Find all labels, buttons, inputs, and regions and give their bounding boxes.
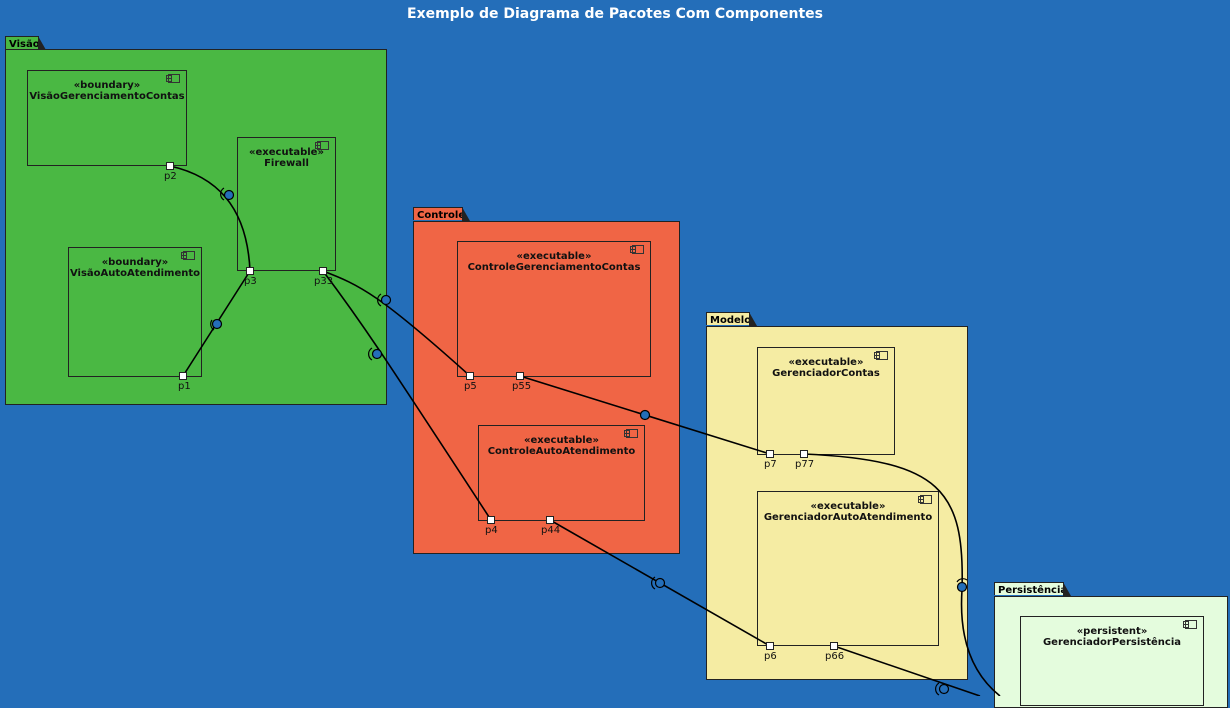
component-name: VisãoAutoAtendimento (69, 268, 201, 279)
interface-ball-icon (654, 577, 666, 589)
component-stereotype: «executable» (524, 435, 599, 446)
interface-socket-icon (368, 347, 373, 361)
link-p77-persistencia (803, 453, 1001, 696)
link-p2-p3 (169, 165, 251, 272)
component-icon (624, 429, 638, 438)
component-name: GerenciadorContas (772, 368, 880, 379)
component-name: ControleGerenciamentoContas (467, 262, 641, 273)
component-stereotype: «executable» (788, 357, 864, 368)
interface-socket-icon (220, 187, 225, 201)
port-p77 (800, 450, 808, 458)
component-icon (315, 141, 329, 150)
component-icon (918, 495, 932, 504)
component-visao-auto-atendimento: «boundary» VisãoAutoAtendimento (68, 247, 202, 377)
port-label-p6: p6 (764, 651, 777, 662)
component-icon (874, 351, 888, 360)
component-icon (181, 251, 195, 260)
component-name: VisãoGerenciamentoContas (29, 91, 185, 102)
port-label-p44: p44 (541, 525, 561, 536)
interface-ball-icon (938, 683, 950, 695)
package-tab-visao: Visão (5, 36, 46, 50)
link-p33-p4 (322, 270, 492, 521)
interface-ball-icon (380, 294, 392, 306)
port-label-p1: p1 (178, 381, 191, 392)
port-p4 (487, 516, 495, 524)
interface-socket-icon (935, 682, 940, 696)
interface-socket-icon (210, 319, 215, 331)
component-icon (1183, 620, 1197, 629)
component-stereotype: «persistent» (1076, 626, 1148, 637)
link-p66-persistencia (833, 645, 981, 696)
interface-ball-icon (371, 348, 383, 360)
link-p33-p5 (322, 270, 471, 377)
component-name: GerenciadorPersistência (1042, 637, 1182, 648)
component-firewall: «executable» Firewall (237, 137, 336, 271)
component-stereotype: «executable» (516, 251, 592, 262)
interface-ball-icon (223, 189, 235, 201)
component-gerenciador-auto-atendimento: «executable» GerenciadorAutoAtendimento (757, 491, 939, 646)
port-label-p3: p3 (244, 276, 257, 287)
package-tab-persistencia: Persistência (994, 582, 1071, 596)
component-gerenciador-persistencia: «persistent» GerenciadorPersistência (1020, 616, 1204, 706)
port-p66 (830, 642, 838, 650)
interface-socket-icon (956, 578, 968, 583)
interface-ball-icon (639, 409, 651, 421)
package-tab-modelo: Modelo (706, 312, 757, 326)
port-p5 (466, 372, 474, 380)
component-stereotype: «boundary» (73, 80, 141, 91)
port-p55 (516, 372, 524, 380)
port-label-p4: p4 (485, 525, 498, 536)
port-label-p55: p55 (512, 381, 532, 392)
component-controle-gerenciamento-contas: «executable» ControleGerenciamentoContas (457, 241, 651, 377)
package-tab-controle: Controle (413, 207, 470, 221)
interface-ball-icon (956, 581, 968, 593)
component-stereotype: «executable» (810, 501, 886, 512)
port-label-p33: p33 (314, 276, 334, 287)
component-name: ControleAutoAtendimento (487, 446, 636, 457)
port-p44 (546, 516, 554, 524)
diagram-title: Exemplo de Diagrama de Pacotes Com Compo… (407, 6, 823, 22)
component-stereotype: «boundary» (101, 257, 169, 268)
interface-socket-icon (651, 576, 656, 590)
port-p1 (179, 372, 187, 380)
interface-socket-icon (377, 293, 382, 307)
port-label-p7: p7 (764, 459, 777, 470)
component-gerenciador-contas: «executable» GerenciadorContas (757, 347, 895, 455)
port-label-p77: p77 (795, 459, 815, 470)
port-label-p5: p5 (464, 381, 477, 392)
component-icon (630, 245, 644, 254)
component-stereotype: «executable» (249, 147, 324, 158)
port-p2 (166, 162, 174, 170)
interface-ball-icon (211, 318, 223, 330)
port-label-p66: p66 (825, 651, 845, 662)
component-name: Firewall (264, 158, 309, 169)
component-icon (166, 74, 180, 83)
port-label-p2: p2 (164, 171, 177, 182)
component-name: GerenciadorAutoAtendimento (763, 512, 933, 523)
port-p33 (319, 267, 327, 275)
port-p7 (766, 450, 774, 458)
port-p6 (766, 642, 774, 650)
component-controle-auto-atendimento: «executable» ControleAutoAtendimento (478, 425, 645, 521)
port-p3 (246, 267, 254, 275)
component-visao-gerenciamento-contas: «boundary» VisãoGerenciamentoContas (27, 70, 187, 166)
